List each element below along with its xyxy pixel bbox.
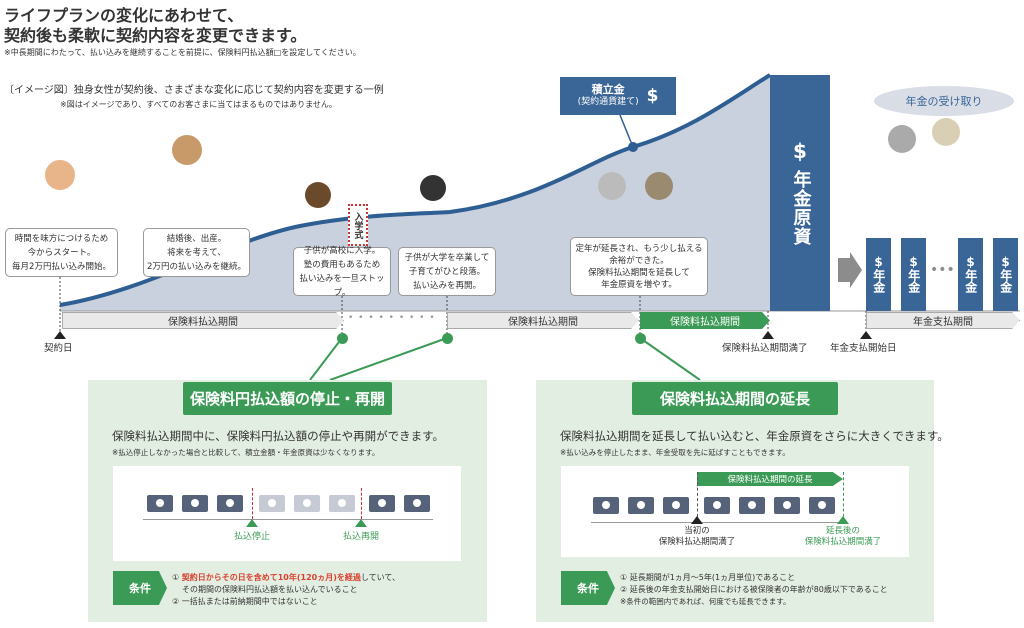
diagram-caption: 〔イメージ図〕独身女性が契約後、さまざまな変化に応じて契約内容を変更する一例 [4, 85, 384, 96]
resume-marker-icon [355, 519, 367, 527]
stop-point-dot [337, 333, 348, 344]
stop-marker-icon [246, 519, 258, 527]
arrow-right-icon [838, 252, 862, 288]
original-end-label: 当初の保険料払込期間満了 [658, 526, 736, 547]
banknote-icon [701, 494, 730, 514]
annuity-column: $年金 [993, 238, 1018, 311]
mother-illustration [305, 182, 331, 208]
stop-resume-title: 保険料円払込額の停止・再開 [183, 382, 392, 415]
extension-heading: 保険料払込期間を延長して払い込むと、年金原資をさらに大きくできます。 [560, 429, 949, 443]
banknote-icon [366, 492, 395, 512]
extension-point-dot [635, 333, 646, 344]
banknote-icon [291, 492, 320, 512]
extension-bar: 保険料払込期間の延長 [697, 472, 843, 486]
caption-note: ※図はイメージであり、すべてのお客さまに当てはまるものではありません。 [60, 100, 337, 109]
annuity-period-bar: 年金支払期間 [866, 312, 1020, 329]
story-box-resume: 子供が大学を卒業して子育てがひと段落。払い込みを再開。 [398, 247, 496, 296]
banknote-icon [214, 492, 243, 512]
resume-point-dot [442, 333, 453, 344]
banknote-icon [179, 492, 208, 512]
annuity-fund-column: $ 年金原資 [770, 75, 830, 311]
annuity-column: $年金 [901, 238, 926, 311]
header-note: ※中長期間にわたって、払い込みを継続することを前提に、保険料円払込額□を設定して… [4, 48, 361, 57]
dollar-icon: $ [874, 255, 883, 270]
woman-illustration [45, 160, 75, 190]
elderly-woman-illustration [888, 125, 916, 153]
dollar-icon: $ [909, 255, 918, 270]
elderly-man-illustration [932, 118, 960, 146]
annuity-receipt-cloud: 年金の受け取り [874, 86, 1014, 116]
extension-panel: 保険料払込期間の延長 保険料払込期間を延長して払い込むと、年金原資をさらに大きく… [536, 380, 949, 622]
annuity-start-marker-icon [860, 331, 872, 339]
payment-end-marker-icon [762, 331, 774, 339]
title-line-2: 契約後も柔軟に契約内容を変更できます。 [4, 26, 307, 45]
banknote-icon [806, 494, 835, 514]
original-end-marker-icon [691, 516, 703, 524]
stop-resume-conditions: ① 契約日からその日を含めて10年(120ヵ月)を経過していて、 その期間の保険… [172, 573, 400, 606]
banknote-icon [144, 492, 173, 512]
dollar-icon: $ [646, 86, 659, 106]
story-box-marriage: 結婚後、出産。将来を考えて、2万円の払い込みを継続。 [143, 228, 250, 277]
banknote-icon [590, 494, 619, 514]
banknote-icon [625, 494, 654, 514]
annuity-ellipsis: ••• [930, 262, 955, 278]
graduate-illustration [420, 175, 446, 201]
reserve-title: 積立金 [591, 83, 625, 96]
dollar-icon: $ [793, 138, 807, 163]
senior-man-illustration [598, 172, 626, 200]
stop-label: 払込停止 [234, 532, 271, 542]
contract-date-label: 契約日 [44, 343, 73, 354]
extension-title: 保険料払込期間の延長 [632, 382, 838, 415]
family-illustration [172, 135, 202, 165]
stop-resume-note: ※払込停止しなかった場合と比較して、積立金額・年金原資は少なくなります。 [112, 448, 380, 457]
extension-note: ※払い込みを停止したまま、年金受取を先に延ばすこともできます。 [560, 448, 790, 457]
stop-resume-heading: 保険料払込期間中に、保険料円払込額の停止や再開ができます。 [112, 429, 445, 443]
annuity-start-label: 年金支払開始日 [830, 343, 897, 354]
annuity-column: $年金 [958, 238, 983, 311]
banknote-icon [326, 492, 355, 512]
banknote-icon [256, 492, 285, 512]
conditions-tag: 条件 [561, 571, 615, 605]
story-box-start: 時間を味方につけるため今からスタート。毎月2万円払い込み開始。 [5, 228, 118, 277]
banknote-icon [771, 494, 800, 514]
stop-resume-panel: 保険料円払込額の停止・再開 保険料払込期間中に、保険料円払込額の停止や再開ができ… [88, 380, 487, 622]
reserve-bubble: 積立金 (契約通貨建て) $ [560, 77, 676, 115]
senior-woman-illustration [645, 172, 673, 200]
dollar-icon: $ [1001, 255, 1010, 270]
reserve-subtitle: (契約通貨建て) [577, 97, 639, 107]
pause-dots: • • • • • • • • • [348, 313, 436, 323]
banknote-icon [401, 492, 430, 512]
extended-end-marker-icon [837, 516, 849, 524]
extended-payment-period-bar: 保険料払込期間 [640, 312, 770, 329]
annuity-fund-label: 年金原資 [790, 169, 812, 246]
resume-label: 払込再開 [343, 532, 380, 542]
conditions-tag: 条件 [113, 571, 167, 605]
payment-period-bar-2: 保険料払込期間 [447, 312, 639, 329]
extension-conditions: ① 延長期間が1ヵ月～5年(1ヵ月単位)であること ② 延長後の年金支払開始日に… [620, 573, 888, 606]
entrance-ceremony-sign: 入学式 [348, 204, 368, 246]
curve-point [628, 142, 638, 152]
contract-date-marker-icon [54, 331, 66, 339]
banknote-icon [660, 494, 689, 514]
bubble-pointer [619, 114, 634, 148]
story-box-extend: 定年が延長され、もう少し払える余裕ができた。保険料払込期間を延長して年金原資を増… [570, 237, 708, 296]
extended-end-label: 延長後の保険料払込期間満了 [804, 526, 882, 547]
extension-diagram: 保険料払込期間の延長 当初の保険料払込期間満了 延長後の保険料払込期間満了 [561, 466, 909, 557]
dollar-icon: $ [966, 255, 975, 270]
banknote-icon [736, 494, 765, 514]
payment-end-label: 保険料払込期間満了 [722, 343, 808, 354]
story-box-stop: 子供が高校に入学。塾の費用もあるため払い込みを一旦ストップ。 [293, 246, 391, 298]
payment-period-bar-1: 保険料払込期間 [62, 312, 344, 329]
stop-resume-diagram: 払込停止 払込再開 [113, 466, 461, 561]
title-line-1: ライフプランの変化にあわせて、 [4, 6, 244, 25]
annuity-column: $年金 [866, 238, 891, 311]
